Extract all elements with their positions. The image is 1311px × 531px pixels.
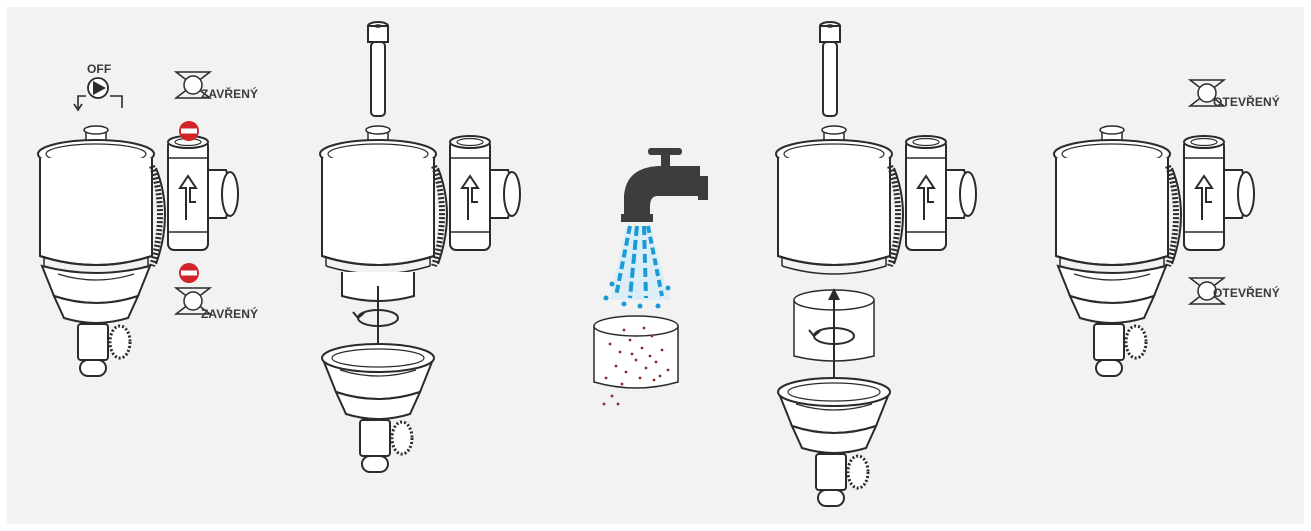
water-tap-icon (621, 148, 708, 222)
pump-off-label: OFF (87, 62, 112, 76)
step4-bowl (778, 394, 890, 508)
step1-unit (38, 126, 239, 378)
water-stream (603, 225, 671, 309)
step5-unit (1054, 126, 1255, 378)
rotate-arrow-icon (352, 309, 399, 327)
magnetic-rod (367, 21, 389, 117)
magnetic-rod (819, 21, 841, 117)
step2-bowl (322, 360, 434, 474)
valve-top-status-label: ZAVŘENÝ (201, 87, 259, 101)
pump-off-icon (73, 77, 123, 112)
valve-top-status-label: OTEVŘENÝ (1213, 95, 1280, 109)
up-arrow-head (828, 288, 840, 300)
step2-unit (320, 126, 521, 302)
bowl-rim (321, 343, 435, 373)
valve-bottom-status-label: ZAVŘENÝ (201, 307, 259, 321)
step4-unit (776, 126, 977, 274)
bowl-rim (777, 377, 891, 407)
valve-bottom-status-label: OTEVŘENÝ (1213, 286, 1280, 300)
debris-cup (593, 315, 679, 406)
no-entry-icon (179, 121, 199, 141)
no-entry-icon (179, 263, 199, 283)
